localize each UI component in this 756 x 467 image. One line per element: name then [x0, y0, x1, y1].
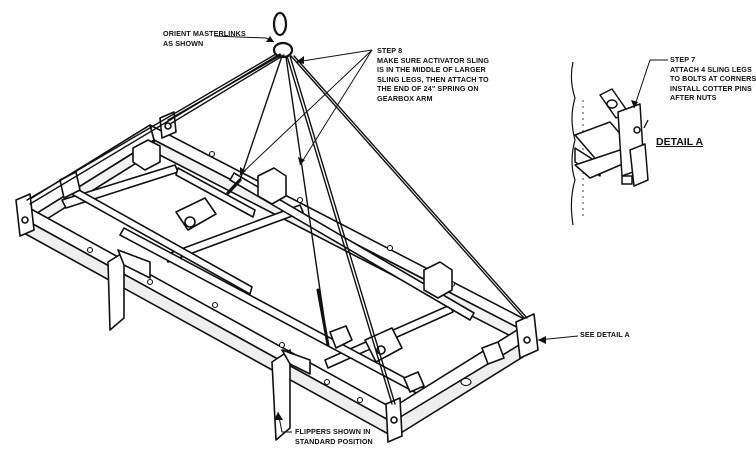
activator-sling: [226, 55, 330, 347]
lifting-frame: [15, 111, 539, 443]
step-7-note: STEP 7 ATTACH 4 SLING LEGS TO BOLTS AT C…: [670, 55, 756, 103]
step7-line-3: TO BOLTS AT CORNERS: [670, 74, 756, 84]
arrowheads: [240, 36, 638, 420]
step8-line-3: IS IN THE MIDDLE OF LARGER: [377, 65, 486, 75]
step8-line-2: MAKE SURE ACTIVATOR SLING: [377, 55, 490, 65]
step8-line-6: GEARBOX ARM: [377, 93, 433, 103]
detail-a-inset: [570, 61, 649, 226]
step8-line-1: STEP 8: [377, 46, 403, 55]
frame-assembly-drawing: [15, 11, 668, 443]
sling-legs: [26, 53, 528, 405]
orient-line-2: AS SHOWN: [163, 38, 204, 48]
step-8-note: STEP 8 MAKE SURE ACTIVATOR SLING IS IN T…: [377, 46, 489, 104]
inner-longitudinal-tube: [119, 172, 475, 396]
corner-lugs: [15, 111, 539, 443]
step7-line-2: ATTACH 4 SLING LEGS: [670, 64, 752, 74]
flippers-note: FLIPPERS SHOWN IN STANDARD POSITION: [295, 427, 373, 446]
bolt-holes: [86, 150, 472, 404]
flippers-line-1: FLIPPERS SHOWN IN: [295, 427, 371, 436]
step8-line-5: THE END OF 24" SPRING ON: [377, 84, 479, 94]
flippers-line-2: STANDARD POSITION: [295, 436, 373, 446]
sling-system: [26, 11, 528, 405]
rail-brackets: [59, 139, 505, 393]
detail-a-title: DETAIL A: [656, 136, 704, 148]
left-flipper: [107, 249, 151, 331]
see-detail-a-note: SEE DETAIL A: [580, 330, 630, 339]
step7-line-5: AFTER NUTS: [670, 93, 717, 103]
step7-line-4: INSTALL COTTER PINS: [670, 83, 752, 93]
orient-line-1: ORIENT MASTERLINKS: [163, 29, 246, 38]
orient-masterlinks-note: ORIENT MASTERLINKS AS SHOWN: [163, 29, 246, 48]
step8-line-4: SLING LEGS, THEN ATTACH TO: [377, 74, 489, 84]
step7-line-1: STEP 7: [670, 55, 696, 64]
master-link: [272, 11, 294, 59]
